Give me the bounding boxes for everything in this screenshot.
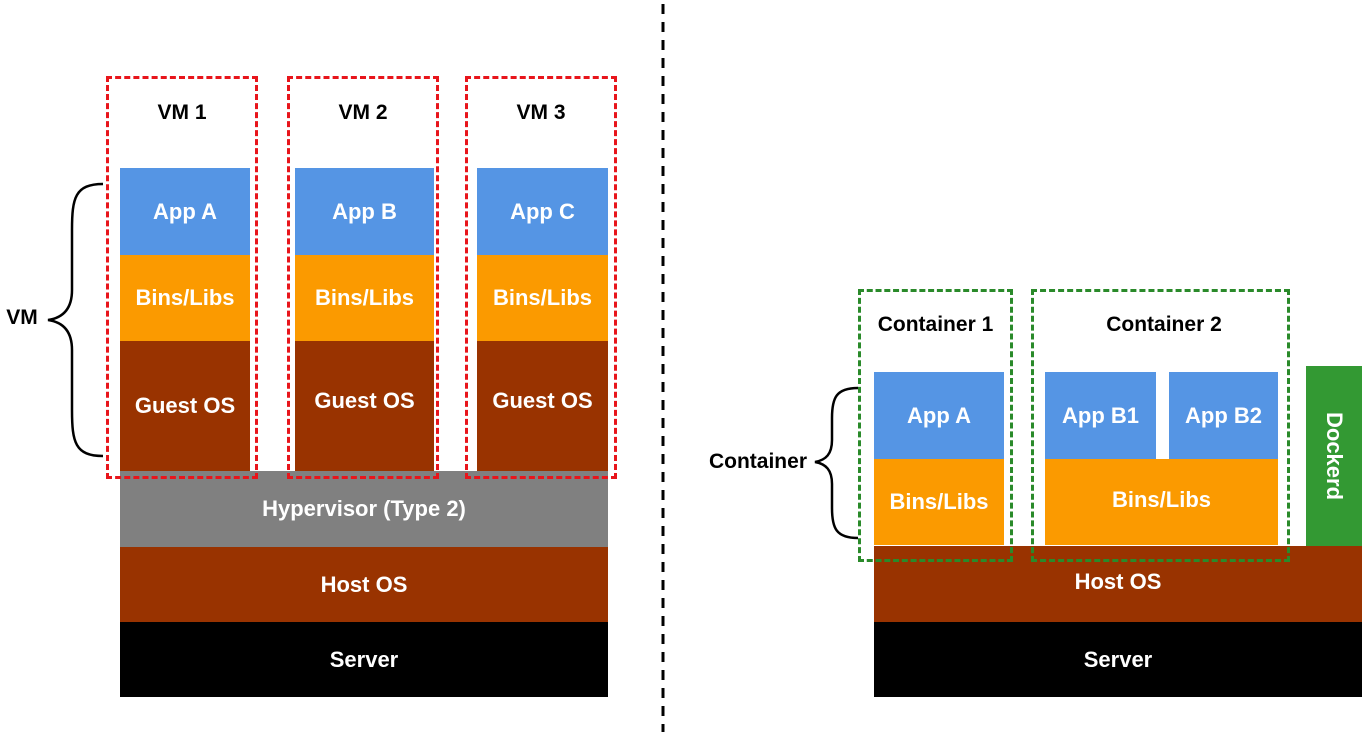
vm3-guest-os-block: Guest OS (477, 341, 608, 471)
vm1-title: VM 1 (157, 101, 207, 124)
container1-bins-block: Bins/Libs (874, 459, 1004, 545)
vm3-frame (465, 76, 617, 479)
container-host-os-block: Host OS (874, 546, 1362, 622)
vm-server-block: Server (120, 622, 608, 697)
container2-frame (1031, 289, 1290, 562)
container-server-block: Server (874, 622, 1362, 697)
vm-brace (47, 182, 104, 458)
container-brace-label: Container (708, 450, 807, 473)
vm1-guest-os-block: Guest OS (120, 341, 250, 471)
container2-app-b2-block: App B2 (1169, 372, 1278, 459)
container2-bins-block: Bins/Libs (1045, 459, 1278, 545)
vm3-bins-block: Bins/Libs (477, 255, 608, 341)
dockerd-block: Dockerd (1306, 366, 1362, 546)
vm2-title: VM 2 (338, 101, 388, 124)
vm3-title: VM 3 (516, 101, 566, 124)
vm-host-os-block: Host OS (120, 547, 608, 622)
vm2-app-block: App B (295, 168, 434, 255)
container2-title: Container 2 (1106, 313, 1222, 336)
vm1-app-block: App A (120, 168, 250, 255)
container1-title: Container 1 (877, 313, 994, 336)
vm1-bins-block: Bins/Libs (120, 255, 250, 341)
vm2-guest-os-block: Guest OS (295, 341, 434, 471)
vm-brace-label: VM (6, 306, 38, 329)
container-brace (814, 386, 859, 540)
vm2-bins-block: Bins/Libs (295, 255, 434, 341)
container1-app-block: App A (874, 372, 1004, 459)
container2-app-b1-block: App B1 (1045, 372, 1156, 459)
vm2-frame (287, 76, 439, 479)
vm3-app-block: App C (477, 168, 608, 255)
hypervisor-block: Hypervisor (Type 2) (120, 471, 608, 547)
container1-frame (858, 289, 1013, 562)
dockerd-label: Dockerd (1322, 411, 1347, 501)
vm1-frame (106, 76, 258, 479)
